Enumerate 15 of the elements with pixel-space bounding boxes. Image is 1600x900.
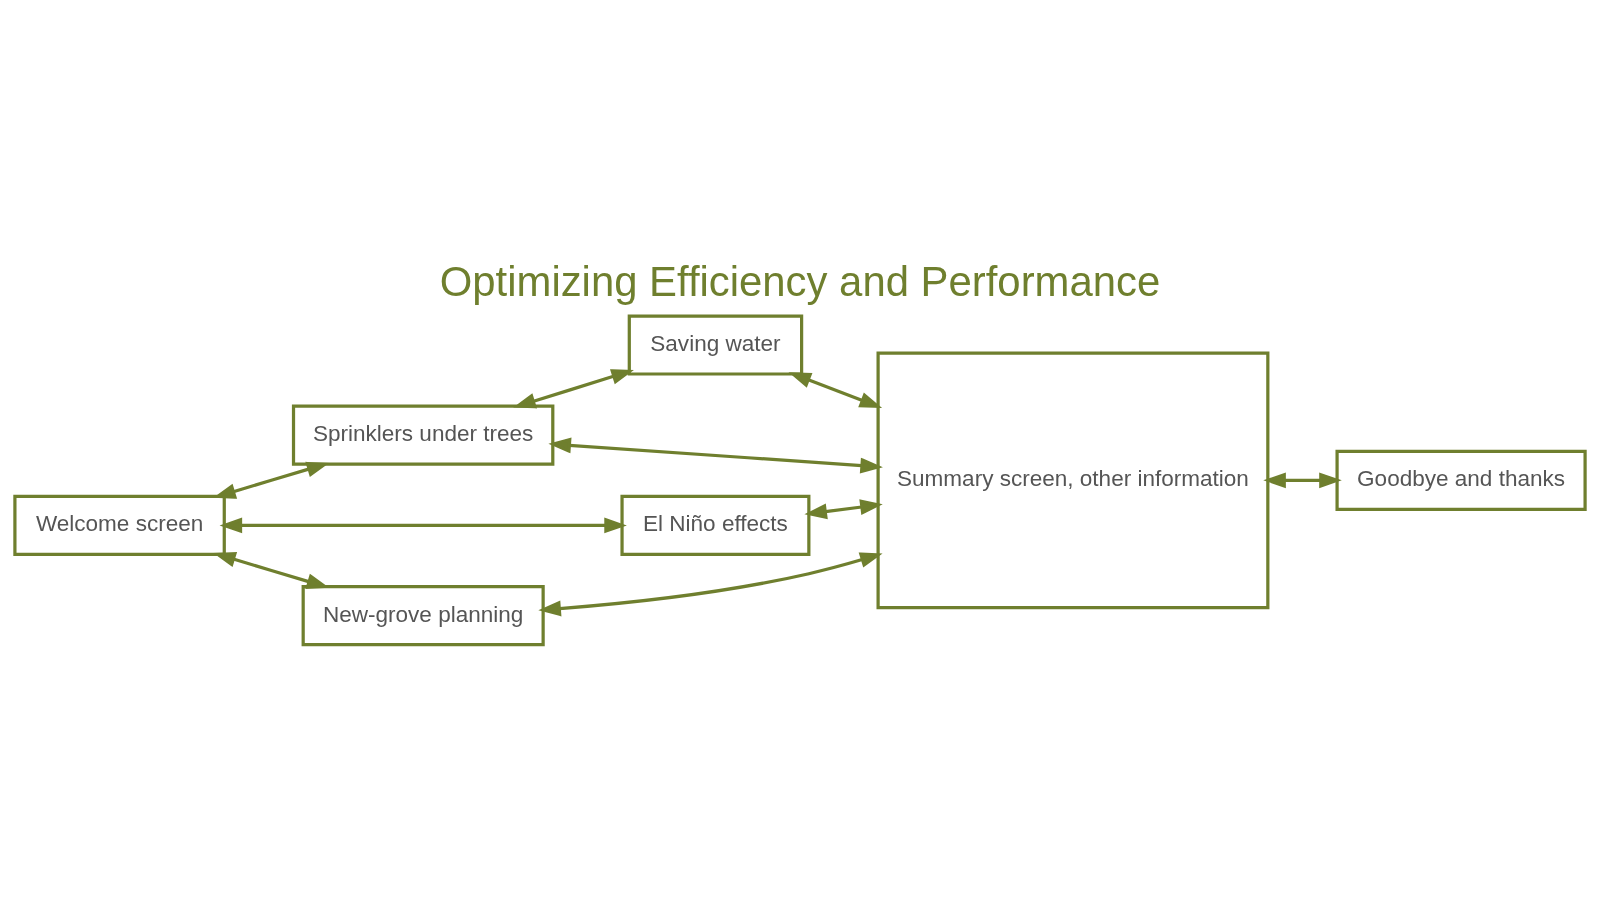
arrow (788, 371, 883, 408)
node-box: Goodbye and thanks (1335, 449, 1587, 511)
arrow (219, 517, 627, 533)
node-box: Saving water (627, 313, 804, 376)
node-box: El Niño effects (620, 494, 811, 556)
node-box: New-grove planning (301, 584, 545, 646)
arrow (1263, 471, 1342, 488)
node-box: Summary screen, other information (876, 350, 1270, 609)
node-box: Welcome screen (13, 494, 226, 556)
diagram-title: Optimizing Efficiency and Performance (439, 257, 1161, 305)
arrow (513, 368, 634, 408)
arrow (538, 551, 883, 616)
arrow (548, 437, 883, 473)
node-box: Sprinklers under trees (291, 404, 555, 466)
arrow (804, 498, 883, 519)
